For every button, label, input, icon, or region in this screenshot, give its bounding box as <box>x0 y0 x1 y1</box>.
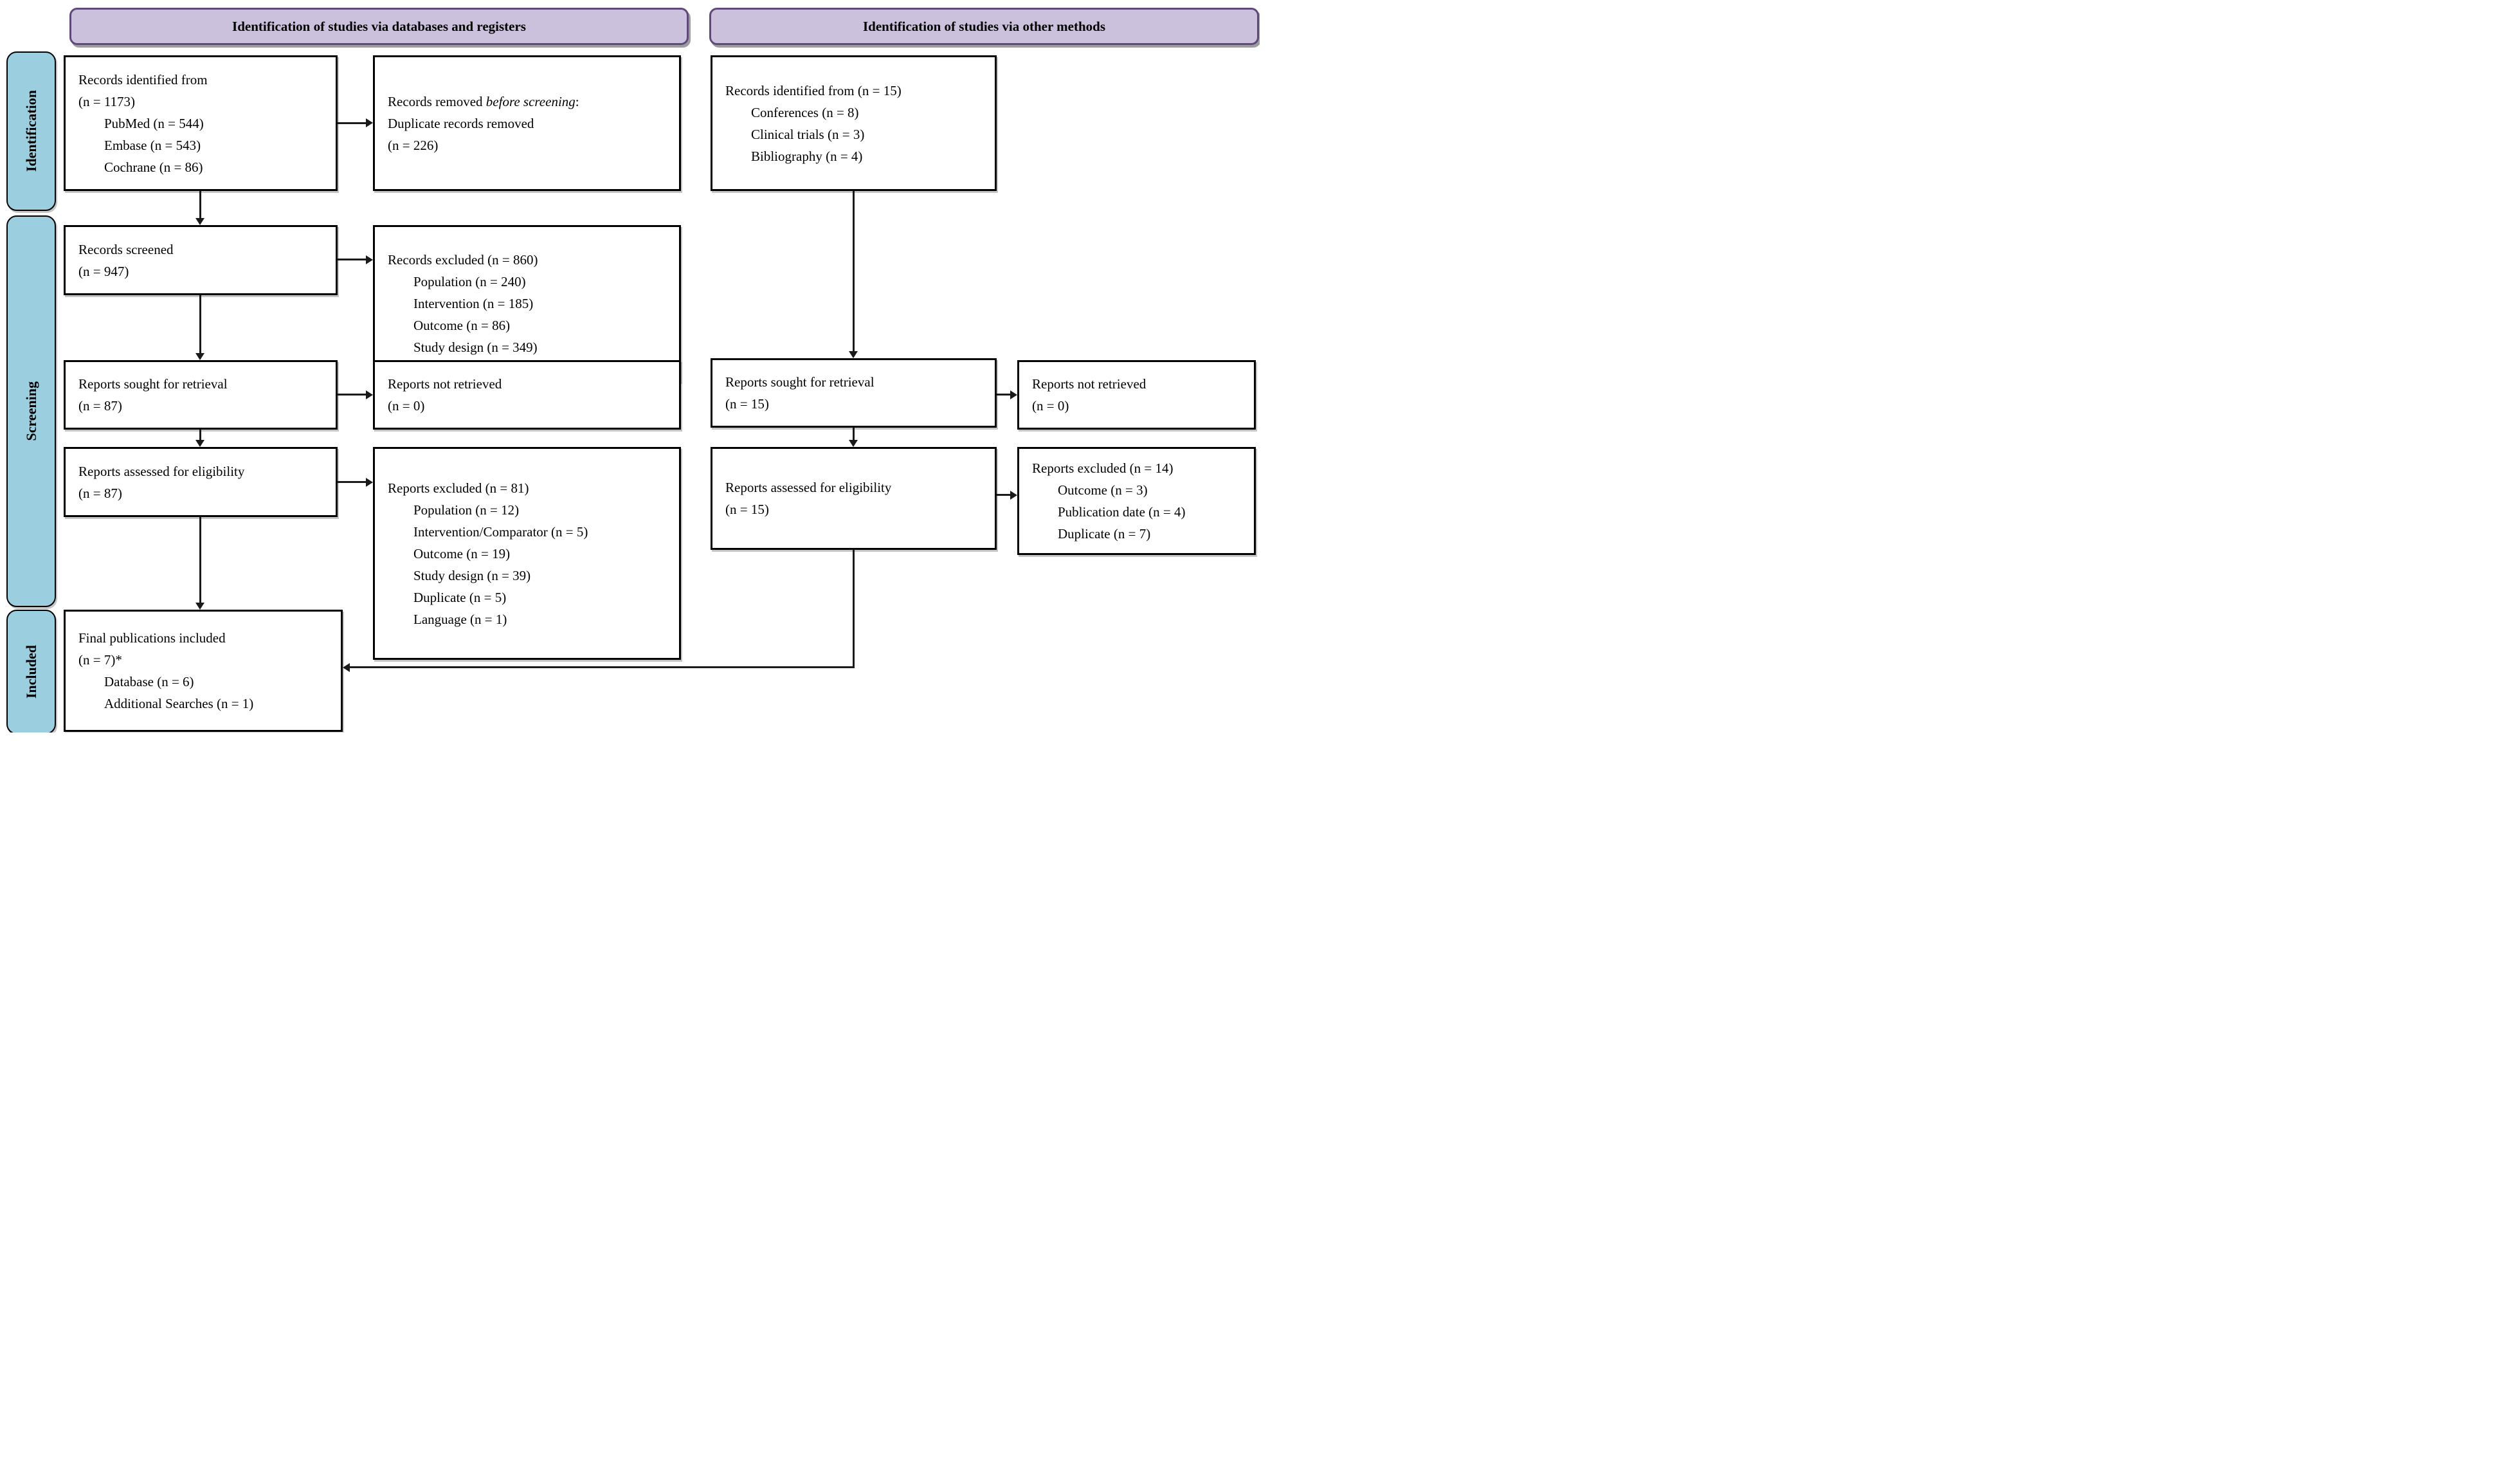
arrow-sought-to-not-retrieved-line <box>338 394 366 396</box>
stage-label-identification-text: Identification <box>23 90 39 172</box>
arrow-sought-to-assessed-line <box>199 430 201 440</box>
arrow-assessed-to-excluded-head <box>366 478 373 487</box>
arrow-assessed-to-final-head <box>195 603 204 610</box>
arrow-other-identified-to-sought-head <box>849 351 858 358</box>
box-line: Reports excluded (n = 81) <box>388 480 529 496</box>
box-line: Intervention (n = 185) <box>413 296 534 311</box>
box-line: (n = 226) <box>388 137 439 153</box>
arrow-screened-to-excluded-line <box>338 259 366 260</box>
box-line: Duplicate (n = 5) <box>413 589 507 605</box>
box-line: Population (n = 240) <box>413 274 526 289</box>
arrow-other-assessed-to-final-horizontal-line <box>350 666 855 668</box>
arrow-other-identified-to-sought-line <box>853 191 855 351</box>
box-line: Outcome (n = 3) <box>1058 482 1148 498</box>
stage-label-identification: Identification <box>6 51 56 211</box>
stage-label-screening: Screening <box>6 215 56 607</box>
box-line: Records identified from <box>78 71 208 87</box>
box-line: Population (n = 12) <box>413 502 520 518</box>
box-line: Records removed before screening: <box>388 93 579 109</box>
box-reports-excluded-other-methods: Reports excluded (n = 14) Outcome (n = 3)… <box>1017 447 1256 555</box>
box-line: Reports excluded (n = 14) <box>1032 460 1174 476</box>
box-line: Conferences (n = 8) <box>751 104 859 120</box>
box-records-excluded: Records excluded (n = 860) Population (n … <box>373 225 681 382</box>
box-line: Final publications included <box>78 630 226 646</box>
box-line: Records identified from (n = 15) <box>725 82 902 98</box>
box-line: Reports sought for retrieval <box>725 374 875 390</box>
arrow-other-sought-to-assessed-line <box>853 428 855 440</box>
box-records-identified-databases: Records identified from (n = 1173) PubMed … <box>64 55 338 191</box>
box-reports-sought-other-methods: Reports sought for retrieval (n = 15) <box>711 358 997 428</box>
arrow-assessed-to-final-line <box>199 517 201 603</box>
box-line: Intervention/Comparator (n = 5) <box>413 523 588 540</box>
arrow-other-assessed-to-excluded-head <box>1010 491 1017 500</box>
box-line: Database (n = 6) <box>104 674 194 689</box>
arrow-other-sought-to-not-retrieved-line <box>997 394 1010 396</box>
box-line: (n = 15) <box>725 396 769 412</box>
box-reports-assessed-databases: Reports assessed for eligibility (n = 87) <box>64 447 338 517</box>
arrow-other-sought-to-assessed-head <box>849 440 858 447</box>
box-line: (n = 947) <box>78 263 129 279</box>
arrow-assessed-to-excluded-line <box>338 481 366 483</box>
arrow-screened-to-sought-head <box>195 353 204 360</box>
box-line: Study design (n = 349) <box>413 340 538 355</box>
stage-label-screening-text: Screening <box>23 381 39 441</box>
box-line: (n = 87) <box>78 398 122 414</box>
box-line: Embase (n = 543) <box>104 137 201 153</box>
box-records-identified-other-methods: Records identified from (n = 15) Conferen… <box>711 55 997 191</box>
box-reports-not-retrieved-databases: Reports not retrieved (n = 0) <box>373 360 681 430</box>
box-records-removed-before-screening: Records removed before screening: Duplica… <box>373 55 681 191</box>
arrow-screened-to-sought-line <box>199 295 201 353</box>
box-reports-sought-databases: Reports sought for retrieval (n = 87) <box>64 360 338 430</box>
header-other-methods: Identification of studies via other meth… <box>709 8 1259 45</box>
arrow-other-assessed-to-final-vertical-line <box>853 550 855 668</box>
box-line: PubMed (n = 544) <box>104 115 204 131</box>
box-line: Duplicate records removed <box>388 115 534 131</box>
box-line: Publication date (n = 4) <box>1058 504 1186 520</box>
box-line: (n = 7)* <box>78 652 122 668</box>
arrow-sought-to-assessed-head <box>195 440 204 447</box>
prisma-flow-diagram: Identification of studies via databases … <box>0 0 1260 732</box>
box-records-screened: Records screened (n = 947) <box>64 225 338 295</box>
arrow-sought-to-not-retrieved-head <box>366 390 373 399</box>
stage-label-included: Included <box>6 610 56 732</box>
box-line: Language (n = 1) <box>413 611 507 627</box>
box-line: Study design (n = 39) <box>413 567 531 583</box>
box-line: Records screened <box>78 241 174 257</box>
arrow-other-sought-to-not-retrieved-head <box>1010 390 1017 399</box>
arrow-screened-to-excluded-head <box>366 255 373 264</box>
box-line: Cochrane (n = 86) <box>104 159 203 175</box>
box-reports-assessed-other-methods: Reports assessed for eligibility (n = 15) <box>711 447 997 550</box>
arrow-identified-to-removed-head <box>366 118 373 127</box>
box-line: Reports assessed for eligibility <box>78 463 245 479</box>
box-line: Duplicate (n = 7) <box>1058 526 1151 541</box>
box-line: Reports sought for retrieval <box>78 376 228 392</box>
arrow-identified-to-removed-line <box>338 122 366 124</box>
box-line: (n = 0) <box>388 398 425 414</box>
box-line: Reports assessed for eligibility <box>725 480 892 495</box>
box-line: (n = 0) <box>1032 398 1069 414</box>
box-line: Outcome (n = 19) <box>413 545 511 561</box>
box-line: Clinical trials (n = 3) <box>751 126 865 142</box>
header-databases-registers: Identification of studies via databases … <box>69 8 689 45</box>
box-line: Reports not retrieved <box>1032 376 1147 392</box>
box-reports-excluded-databases: Reports excluded (n = 81) Population (n =… <box>373 447 681 660</box>
box-line: Reports not retrieved <box>388 376 502 392</box>
box-final-publications-included: Final publications included (n = 7)* Datab… <box>64 610 343 732</box>
box-line: (n = 1173) <box>78 93 136 109</box>
box-line: Additional Searches (n = 1) <box>104 696 254 711</box>
arrow-other-assessed-to-final-head <box>343 663 350 672</box>
box-reports-not-retrieved-other-methods: Reports not retrieved (n = 0) <box>1017 360 1256 430</box>
arrow-identified-to-screened-head <box>195 218 204 225</box>
box-line: Records excluded (n = 860) <box>388 252 538 268</box>
box-line: Outcome (n = 86) <box>413 318 511 333</box>
box-line: (n = 87) <box>78 485 122 501</box>
box-line: (n = 15) <box>725 502 769 517</box>
arrow-identified-to-screened-line <box>199 191 201 218</box>
box-line: Bibliography (n = 4) <box>751 148 863 164</box>
arrow-other-assessed-to-excluded-line <box>997 494 1010 496</box>
stage-label-included-text: Included <box>23 645 39 699</box>
